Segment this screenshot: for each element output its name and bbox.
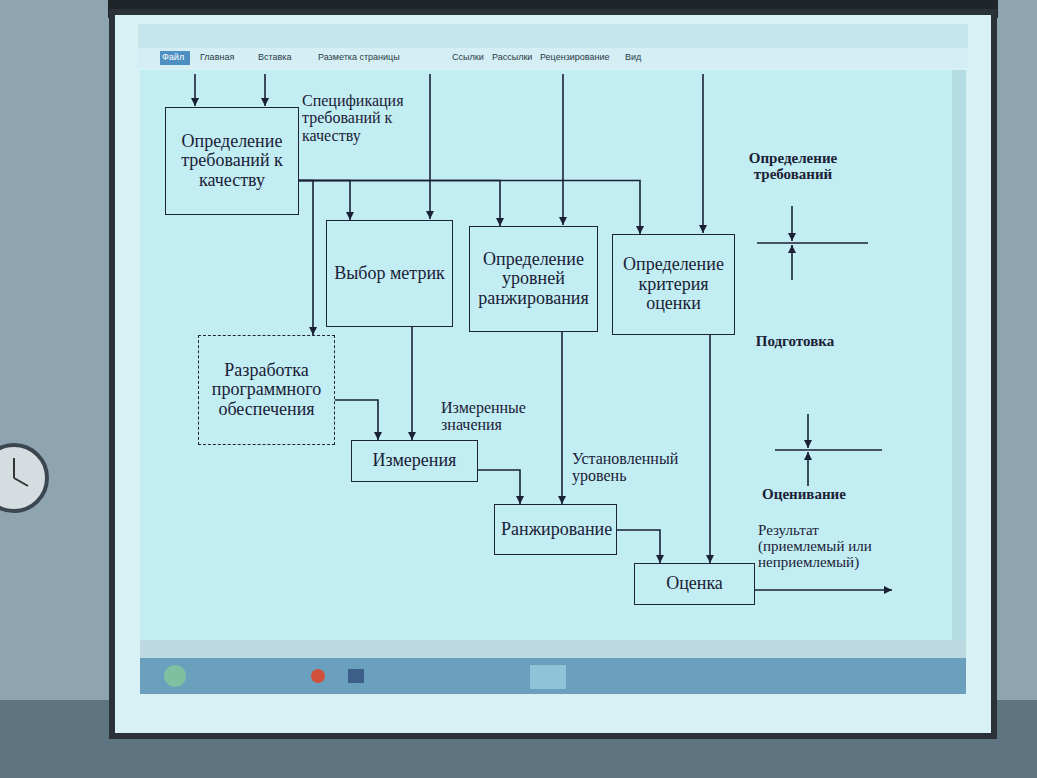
process-box: Измерения	[351, 440, 478, 482]
box-text-block: Выбор метрик	[331, 264, 448, 283]
ribbon-tab: Вид	[625, 52, 641, 62]
ribbon-tab: Ссылки	[452, 52, 484, 62]
box-label: Выбор метрик	[333, 264, 446, 283]
box-text-block: Определение требований к качеству	[170, 132, 294, 190]
external-inputs	[195, 74, 892, 590]
ribbon-tab: Разметка страницы	[318, 52, 400, 62]
box-label: Оценка	[641, 574, 748, 593]
ribbon-tab: Рассылки	[492, 52, 532, 62]
output-arrow	[755, 589, 892, 591]
phase-boundary	[757, 242, 868, 244]
taskbar-icon	[348, 669, 364, 683]
phase-label: Определение требований	[728, 150, 858, 182]
ribbon-tab: Рецензирование	[540, 52, 610, 62]
box-label: Определение требований к качеству	[172, 132, 292, 190]
process-box: Определение требований к качеству	[165, 107, 299, 215]
external-process-box: Разработка программного обеспечения	[198, 335, 335, 445]
ribbon-tab: Файл	[162, 52, 184, 62]
flow-arrow	[299, 180, 313, 335]
start-button	[164, 665, 186, 687]
flow-arrow	[617, 530, 660, 563]
process-box: Ранжирование	[494, 504, 617, 555]
phase-marker-arrow	[791, 206, 793, 241]
box-label: Определение критерия оценки	[619, 255, 728, 313]
phase-label: Подготовка	[740, 333, 850, 349]
box-text-block: Определение критерия оценки	[617, 255, 730, 313]
flow-label: Спецификация требований к качеству	[302, 92, 420, 144]
ribbon-tab: Главная	[200, 52, 234, 62]
input-arrow	[194, 74, 196, 106]
taskbar	[140, 658, 966, 694]
scroll-bar	[952, 70, 966, 640]
box-text-block: Определение уровней ранжирования	[474, 250, 593, 308]
document-page	[140, 70, 952, 640]
phase-marker-arrow	[807, 452, 809, 486]
box-text-block: Разработка программного обеспечения	[203, 361, 330, 419]
phase-marker-arrow	[807, 414, 809, 448]
box-label: Определение уровней ранжирования	[476, 250, 591, 308]
input-arrow	[429, 74, 431, 219]
edge-label: Измеренные значения	[441, 399, 553, 434]
flow-arrow	[561, 332, 563, 504]
flow-arrow	[299, 180, 350, 220]
input-arrow	[562, 74, 564, 225]
ribbon-tab: Вставка	[258, 52, 291, 62]
phase-label: Оценивание	[748, 486, 860, 502]
phase-boundary	[775, 449, 882, 451]
flow-arrow	[411, 327, 413, 440]
box-label: Измерения	[358, 451, 471, 470]
projector-screen	[112, 12, 994, 736]
input-arrow	[702, 74, 704, 233]
clock-hand	[14, 478, 28, 486]
flow-arrow	[709, 335, 711, 563]
process-box: Определение критерия оценки	[612, 234, 735, 335]
clock-hand	[13, 458, 15, 478]
box-text-block: Ранжирование	[499, 520, 612, 539]
edge-label: Установленный уровень	[572, 450, 704, 485]
box-label: Разработка программного обеспечения	[205, 361, 328, 419]
phase-marker-arrow	[791, 245, 793, 280]
flow-arrow	[335, 400, 378, 440]
box-text-block: Оценка	[639, 574, 750, 593]
wall-clock	[0, 445, 47, 511]
input-arrow	[264, 74, 266, 106]
ribbon-tabs	[138, 48, 968, 68]
taskbar-icon	[530, 665, 566, 689]
process-box: Определение уровней ранжирования	[469, 226, 598, 332]
box-text-block: Измерения	[356, 451, 473, 470]
file-tab-background	[160, 51, 190, 65]
flow-arrow	[478, 470, 520, 504]
output-label: Результат (приемлемый или неприемлемый)	[758, 522, 894, 571]
window-title-bar	[138, 24, 968, 48]
process-box: Оценка	[634, 563, 755, 605]
taskbar-icon	[311, 669, 325, 683]
process-box: Выбор метрик	[326, 220, 453, 327]
box-label: Ранжирование	[501, 520, 610, 539]
status-bar	[140, 640, 966, 658]
